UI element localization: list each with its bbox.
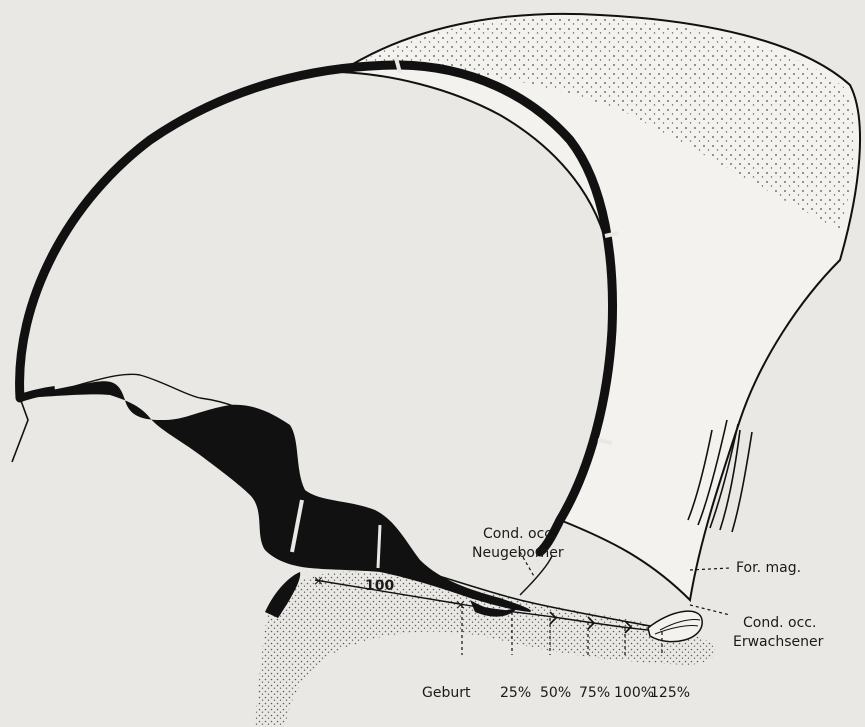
label-125pct: 125%	[650, 685, 690, 701]
label-75pct: 75%	[579, 685, 610, 701]
label-25pct: 25%	[500, 685, 531, 701]
label-cond-occ-adult-1: Cond. occ.	[743, 615, 816, 631]
label-geburt: Geburt	[422, 685, 471, 701]
label-cond-occ-adult-2: Erwachsener	[733, 634, 824, 650]
label-100: 100	[365, 578, 394, 594]
label-50pct: 50%	[540, 685, 571, 701]
label-100pct: 100%	[614, 685, 654, 701]
measure-start-mark: ×	[313, 574, 324, 589]
label-for-mag: For. mag.	[736, 560, 801, 576]
label-cond-occ-newborn-1: Cond. occ.	[483, 526, 556, 542]
measure-end-mark: ×	[455, 598, 466, 613]
base-suture-2	[378, 525, 380, 568]
label-cond-occ-newborn-2: Neugeborner	[472, 545, 564, 561]
